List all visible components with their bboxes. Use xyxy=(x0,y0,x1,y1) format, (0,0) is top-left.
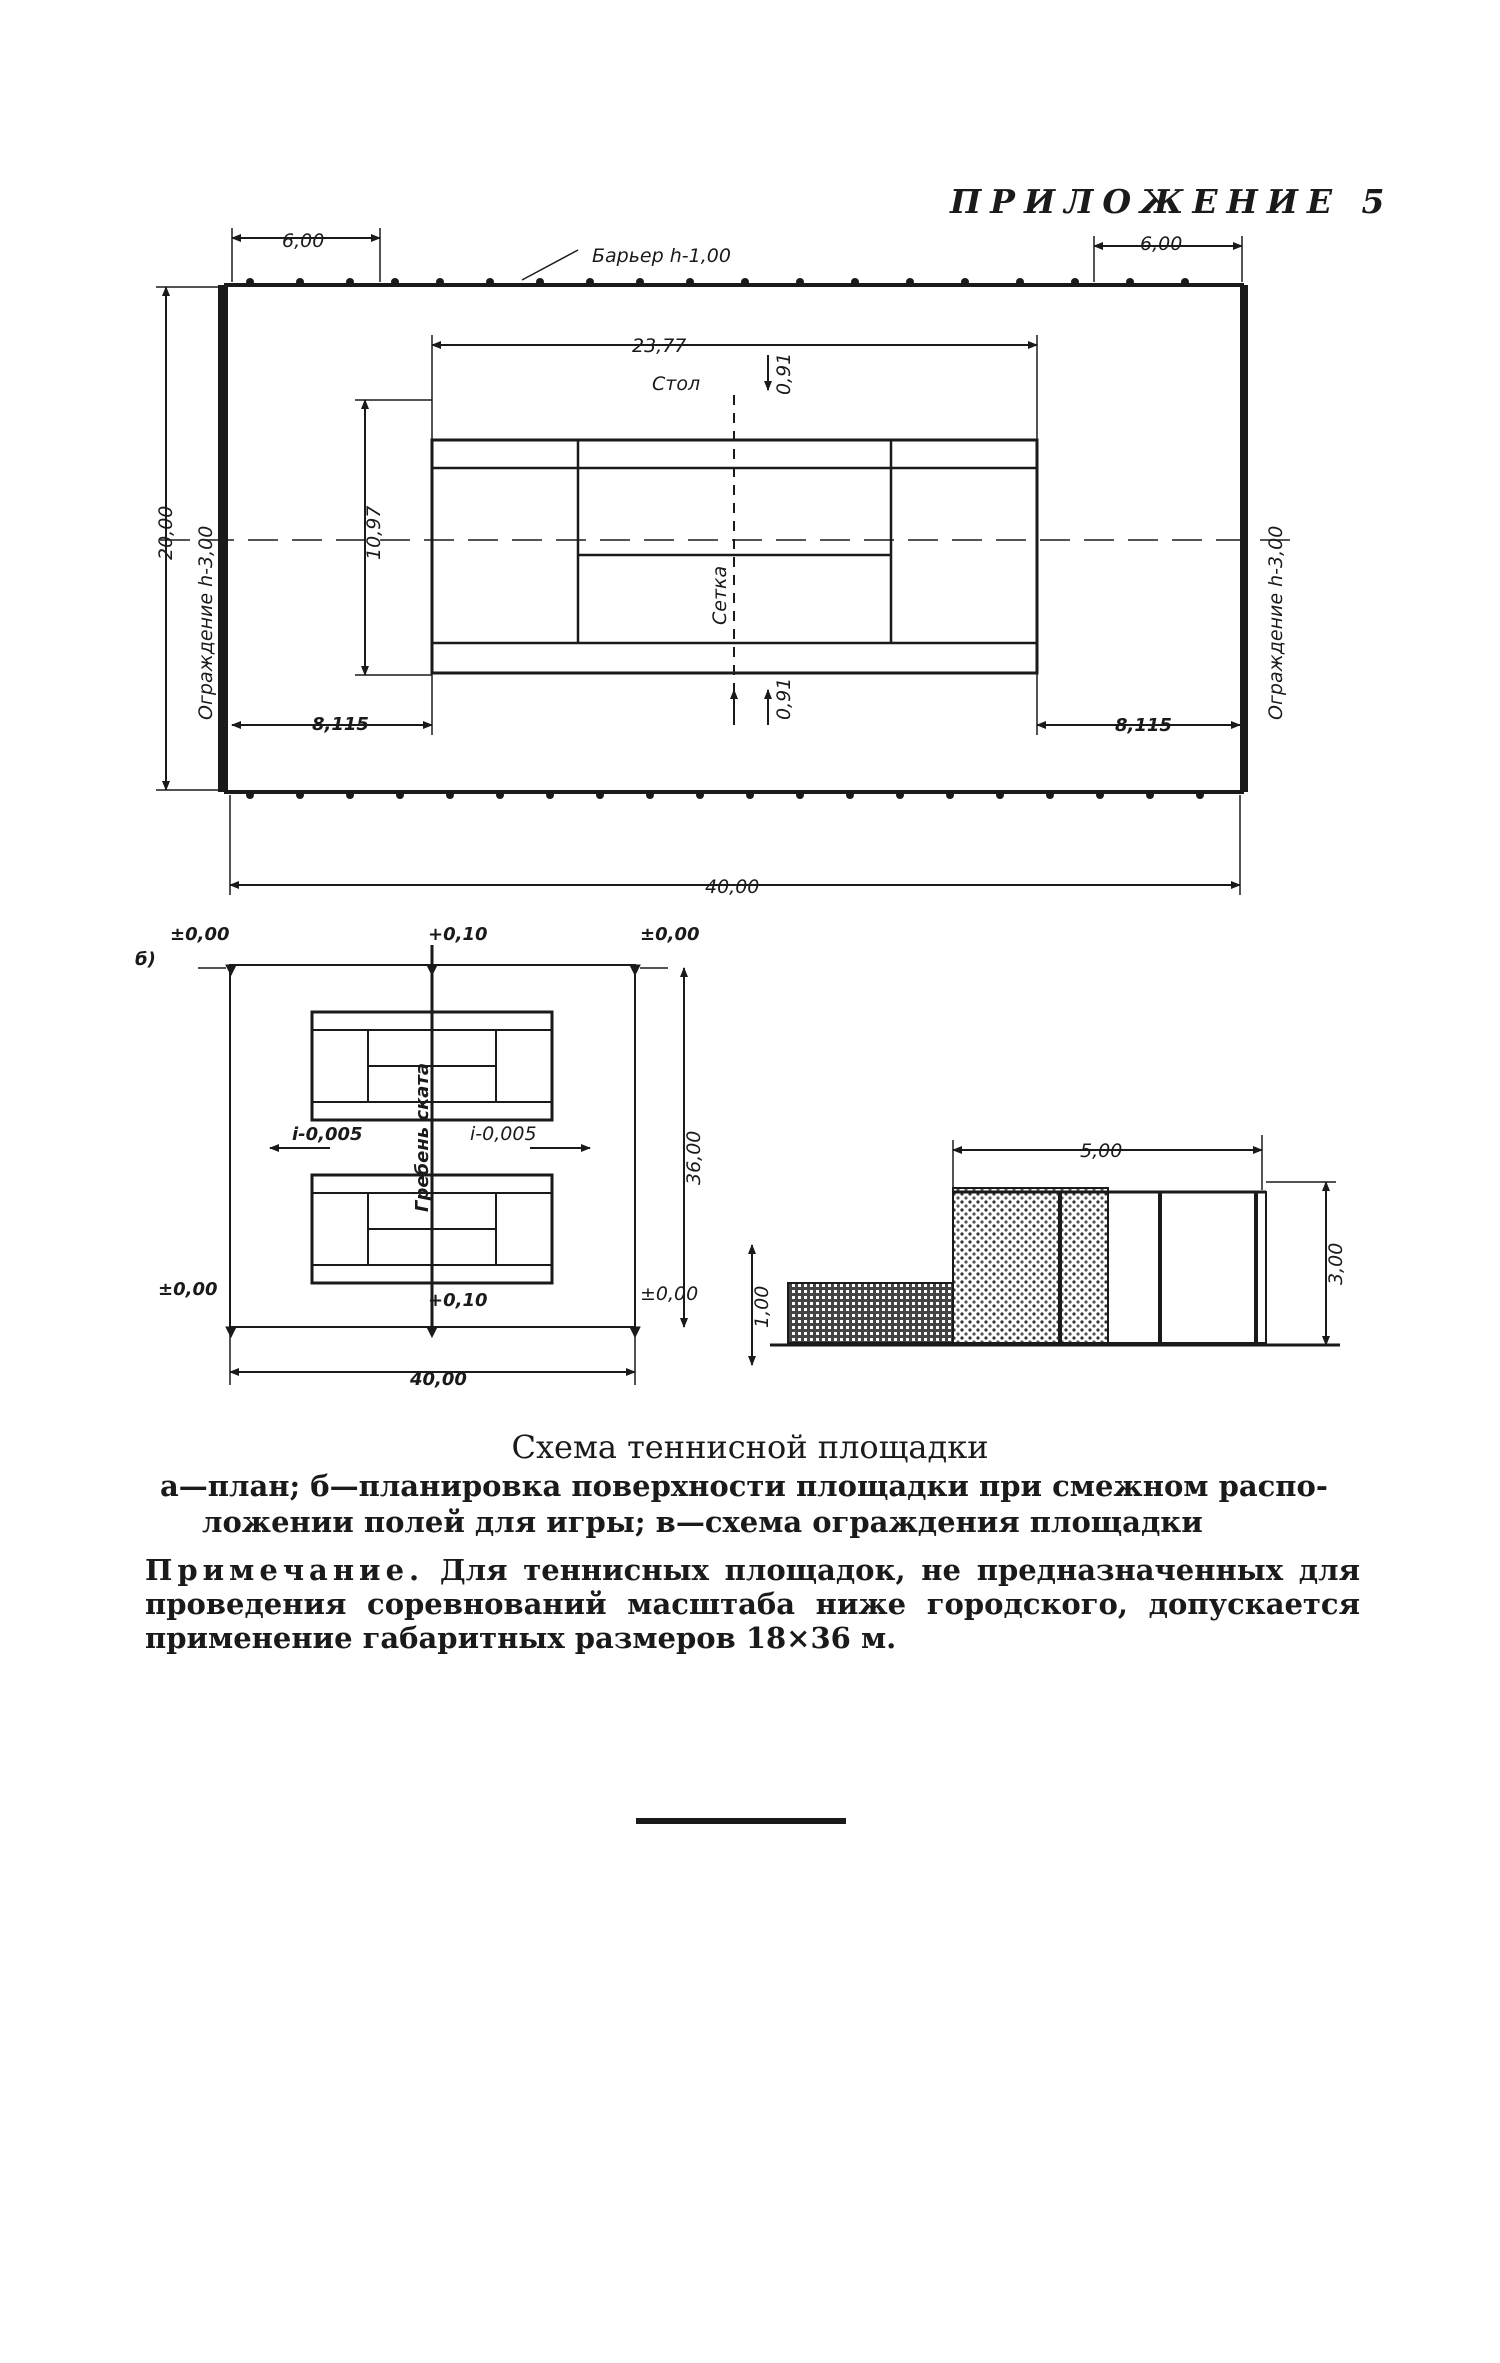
elev-top-left: ±0,00 xyxy=(170,924,230,945)
dim-side-right: 8,115 xyxy=(1115,715,1172,736)
dim-table-bottom: 0,91 xyxy=(773,678,795,720)
fence-left-label: Ограждение h-3,00 xyxy=(195,526,217,720)
dim-fence-height: 3,00 xyxy=(1325,1243,1347,1285)
table-label: Стол xyxy=(652,373,700,395)
court-lower xyxy=(310,1173,554,1285)
dim-overall-length: 40,00 xyxy=(705,876,759,898)
plan-b-marker: б) xyxy=(135,949,156,970)
fence-right-label: Ограждение h-3,00 xyxy=(1265,526,1287,720)
slope-right: i-0,005 xyxy=(470,1123,537,1145)
dim-fence-width: 5,00 xyxy=(1080,1140,1122,1162)
dim-court-length: 23,77 xyxy=(632,335,686,357)
caption-legend-line1: а—план; б—планировка поверхности площадк… xyxy=(160,1469,1328,1503)
dim-table-top: 0,91 xyxy=(773,353,795,395)
dim-top-left: 6,00 xyxy=(282,230,324,252)
barrier-label: Барьер h-1,00 xyxy=(592,245,731,267)
high-fence-open xyxy=(1107,1191,1267,1344)
dim-court-width: 10,97 xyxy=(363,506,385,560)
dim-top-right: 6,00 xyxy=(1140,233,1182,255)
plan-a xyxy=(156,228,1295,895)
site-boundary xyxy=(224,283,1244,794)
barrier-posts-bottom xyxy=(246,791,1204,799)
appendix-label: ПРИЛОЖЕНИЕ 5 xyxy=(950,182,1394,221)
dim-b-width: 40,00 xyxy=(409,1369,467,1390)
elev-top-mid: +0,10 xyxy=(428,924,488,945)
fence-elevation xyxy=(748,1135,1340,1366)
end-rule xyxy=(636,1818,846,1824)
note-text: Для теннисных площадок, не предназначенн… xyxy=(145,1553,1360,1655)
net-label: Сетка xyxy=(709,566,731,625)
slope-left: i-0,005 xyxy=(292,1124,363,1145)
plan-b xyxy=(198,945,688,1385)
caption-legend-line2: ложении полей для игры; в—схема огражден… xyxy=(202,1505,1203,1539)
elev-top-right: ±0,00 xyxy=(640,924,700,945)
elev-bottom-mid: +0,10 xyxy=(428,1290,488,1311)
note: Примечание. Для теннисных площадок, не п… xyxy=(145,1553,1360,1655)
barrier-posts-top xyxy=(246,278,1189,286)
dim-overall-width: 20,00 xyxy=(155,506,177,560)
low-barrier xyxy=(787,1282,954,1344)
note-label: Примечание. xyxy=(145,1553,425,1587)
dim-b-height: 36,00 xyxy=(683,1131,705,1185)
ridge-label: Гребень ската xyxy=(412,1063,433,1212)
caption-legend: а—план; б—планировка поверхности площадк… xyxy=(160,1468,1350,1540)
elev-bottom-left: ±0,00 xyxy=(158,1279,218,1300)
high-fence-panel xyxy=(952,1187,1109,1344)
dim-fence-low: 1,00 xyxy=(751,1286,773,1328)
court-upper xyxy=(310,1010,554,1122)
caption-title: Схема теннисной площадки xyxy=(511,1428,989,1466)
dim-side-left: 8,115 xyxy=(312,714,369,735)
elev-bottom-right: ±0,00 xyxy=(640,1283,698,1305)
